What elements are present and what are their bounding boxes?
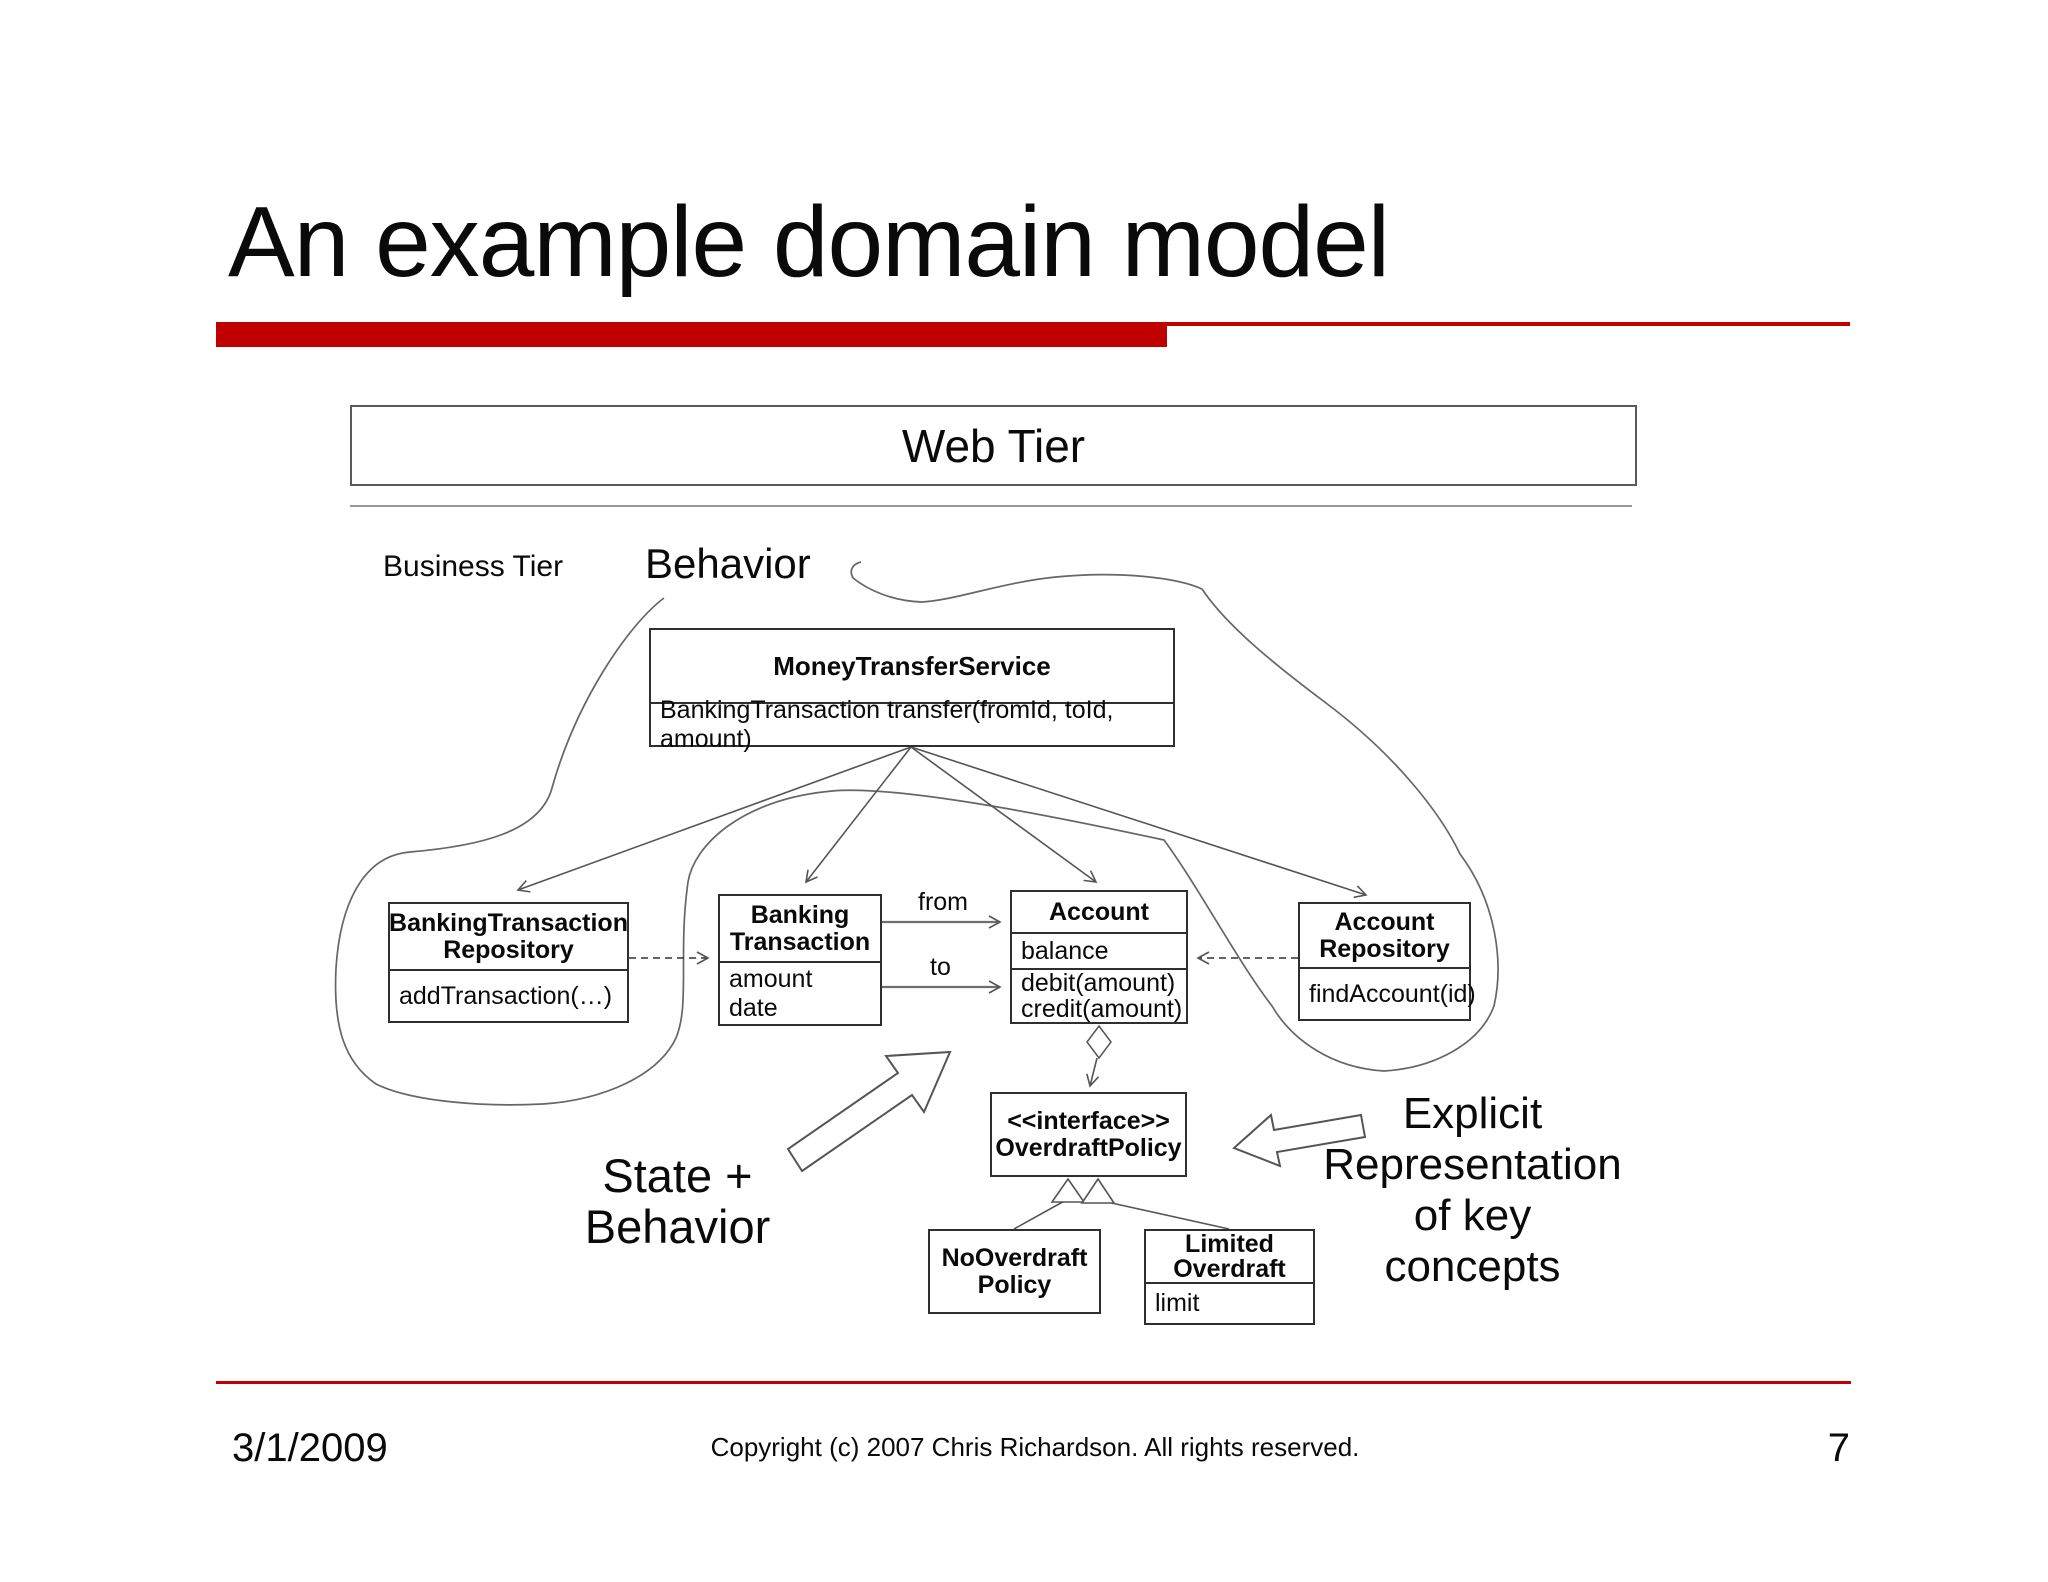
class-account: Account balance debit(amount) credit(amo… [1010, 890, 1188, 1024]
web-tier-label: Web Tier [901, 419, 1086, 472]
page-title: An example domain model [228, 186, 1390, 298]
class-title: Account Repository [1319, 907, 1450, 963]
class-title: <<interface>> OverdraftPolicy [995, 1106, 1182, 1162]
class-banking-transaction: Banking Transaction amount date [718, 894, 882, 1026]
class-title: Banking Transaction [729, 900, 871, 956]
from-role-label: from [918, 888, 968, 916]
footer-page-number: 7 [1827, 1426, 1850, 1470]
class-banking-transaction-repository: BankingTransaction Repository addTransac… [388, 902, 629, 1023]
tier-divider-line [350, 505, 1632, 507]
class-no-overdraft-policy: NoOverdraft Policy [928, 1229, 1101, 1314]
class-attributes: balance [1012, 932, 1186, 968]
footer-date: 3/1/2009 [232, 1426, 388, 1470]
class-money-transfer-service: MoneyTransferService BankingTransaction … [649, 628, 1175, 753]
interface-overdraft-policy: <<interface>> OverdraftPolicy [990, 1092, 1187, 1177]
class-title: Limited Overdraft [1173, 1229, 1286, 1283]
class-operations: debit(amount) credit(amount) [1012, 968, 1186, 1022]
class-title: NoOverdraft Policy [941, 1243, 1088, 1299]
footer-copyright: Copyright (c) 2007 Chris Richardson. All… [710, 1432, 1360, 1462]
class-title: Account [1049, 897, 1149, 926]
service-dependency-arrows [516, 746, 1368, 899]
class-operations: addTransaction(…) [390, 969, 627, 1021]
header-accent-bar [216, 324, 1167, 347]
class-title: MoneyTransferService [773, 650, 1051, 681]
behavior-label: Behavior [645, 540, 811, 587]
class-account-repository: Account Repository findAccount(id) [1298, 902, 1476, 1021]
class-attributes: limit [1146, 1282, 1313, 1323]
class-attributes: amount date [720, 961, 880, 1024]
class-operations: findAccount(id) [1300, 967, 1476, 1019]
policy-generalizations [1013, 1177, 1230, 1230]
class-limited-overdraft: Limited Overdraft limit [1144, 1229, 1315, 1325]
class-title: BankingTransaction Repository [389, 908, 628, 964]
business-tier-label: Business Tier [383, 550, 564, 583]
explicit-representation-annotation: Explicit Representation of key concepts [1323, 1089, 1622, 1291]
footer-accent-line [216, 1381, 1851, 1384]
web-tier-box: Web Tier [350, 405, 1637, 486]
to-role-label: to [930, 953, 951, 981]
state-behavior-annotation: State + Behavior [584, 1149, 771, 1253]
class-operations: BankingTransaction transfer(fromId, toId… [651, 696, 1173, 753]
account-policy-aggregation [1086, 1024, 1112, 1088]
